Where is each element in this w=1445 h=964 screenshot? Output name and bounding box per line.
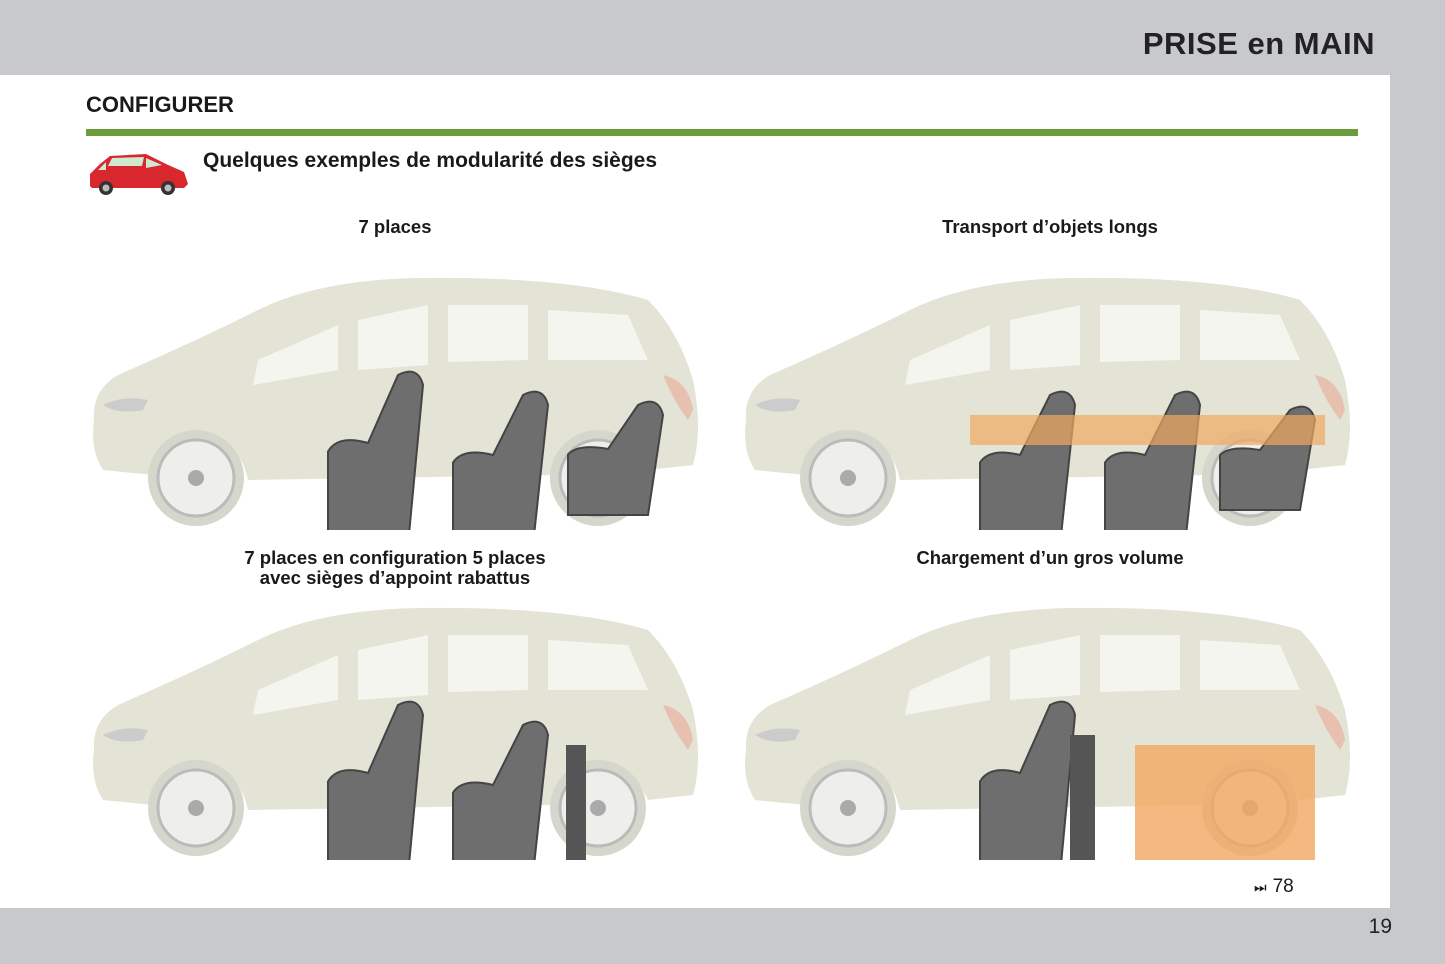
car-illustration-7-places xyxy=(88,270,708,546)
car-illustration-long-objects xyxy=(740,270,1360,546)
car-illustration-large-volume xyxy=(740,600,1360,880)
skip-forward-icon: ⏭ xyxy=(1254,878,1267,895)
caption-long-objects: Transport d’objets longs xyxy=(942,216,1158,237)
subtitle: Quelques exemples de modularité des sièg… xyxy=(203,149,658,172)
page-header-title: PRISE en MAIN xyxy=(1142,26,1375,61)
reference-page: 78 xyxy=(1272,876,1294,897)
caption-5-places: 7 places en configuration 5 places avec … xyxy=(145,548,645,588)
page-reference-link[interactable]: ⏭ 78 xyxy=(1254,876,1294,898)
car-icon xyxy=(90,154,188,195)
page-number: 19 xyxy=(1368,915,1392,938)
caption-large-volume: Chargement d’un gros volume xyxy=(916,547,1184,568)
caption-line-1: 7 places en configuration 5 places xyxy=(244,547,546,568)
caption-7-places: 7 places xyxy=(358,216,432,237)
car-illustration-5-places xyxy=(88,600,708,876)
section-title: CONFIGURER xyxy=(86,92,234,117)
section-divider xyxy=(86,129,1358,136)
caption-line-2: avec sièges d’appoint rabattus xyxy=(259,567,531,588)
content-panel: CONFIGURER Quelques exemples de modulari… xyxy=(0,75,1390,908)
